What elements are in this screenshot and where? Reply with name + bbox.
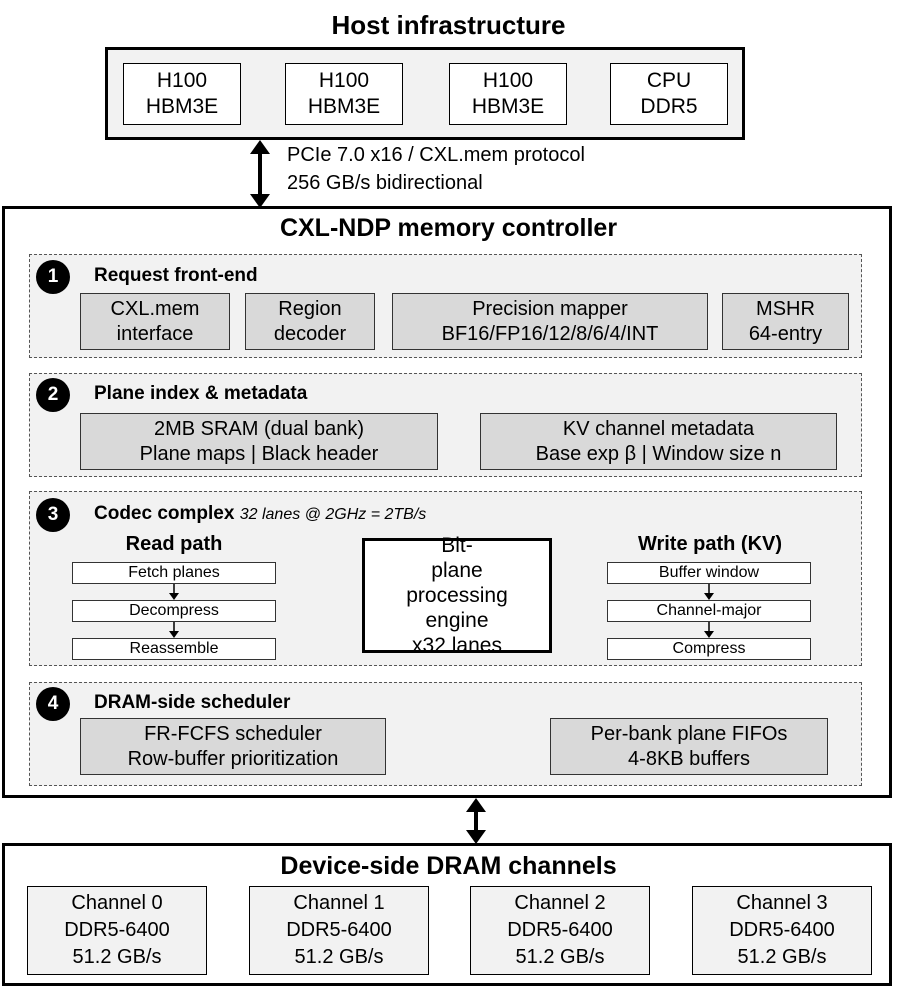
host-unit-3-line2: DDR5 (640, 95, 698, 118)
kv-metadata-line2: Base exp β | Window size n (535, 442, 782, 465)
channel-2-type: DDR5-6400 (507, 919, 613, 941)
read-path-arrows (169, 584, 179, 638)
channel-3-type: DDR5-6400 (729, 919, 835, 941)
write-step-buffer: Buffer window (607, 562, 811, 584)
mshr-line2: 64-entry (748, 322, 823, 345)
host-unit-1-line1: H100 (318, 69, 370, 93)
channel-3-bandwidth: 51.2 GB/s (737, 946, 827, 968)
section-1-title: Request front-end (94, 265, 258, 286)
host-unit-3-line1: CPU (646, 69, 692, 93)
write-step-channel-major: Channel-major (607, 600, 811, 622)
write-path-title: Write path (KV) (637, 533, 783, 555)
plane-fifos-line2: 4-8KB buffers (628, 747, 750, 770)
host-unit-2: H100 HBM3E (449, 63, 567, 125)
section-4-title: DRAM-side scheduler (94, 692, 291, 713)
section-3-badge: 3 (36, 498, 70, 532)
engine-line2: plane (431, 558, 483, 582)
section-1-badge: 1 (36, 260, 70, 294)
engine-line5: x32 lanes (412, 634, 502, 658)
host-unit-1: H100 HBM3E (285, 63, 403, 125)
cxl-mem-interface-line2: interface (116, 322, 194, 345)
host-unit-2-line2: HBM3E (471, 95, 545, 118)
region-decoder-block: Region decoder (245, 293, 375, 350)
kv-metadata-block: KV channel metadata Base exp β | Window … (480, 413, 837, 470)
read-step-decompress: Decompress (72, 600, 276, 622)
plane-fifos-line1: Per-bank plane FIFOs (590, 723, 788, 746)
cxl-mem-interface-block: CXL.mem interface (80, 293, 230, 350)
channel-2: Channel 2 DDR5-6400 51.2 GB/s (470, 886, 650, 975)
section-2-title: Plane index & metadata (94, 383, 308, 404)
mshr-line1: MSHR (756, 298, 815, 321)
precision-mapper-block: Precision mapper BF16/FP16/12/8/6/4/INT (392, 293, 708, 350)
device-title: Device-side DRAM channels (280, 852, 617, 880)
channel-0: Channel 0 DDR5-6400 51.2 GB/s (27, 886, 207, 975)
channel-2-bandwidth: 51.2 GB/s (515, 946, 605, 968)
read-path-title: Read path (125, 533, 223, 555)
sram-line2: Plane maps | Black header (139, 442, 379, 465)
plane-fifos-block: Per-bank plane FIFOs 4-8KB buffers (550, 718, 828, 775)
sram-line1: 2MB SRAM (dual bank) (153, 418, 365, 441)
fr-fcfs-line1: FR-FCFS scheduler (144, 723, 322, 746)
read-step-reassemble: Reassemble (72, 638, 276, 660)
channel-1: Channel 1 DDR5-6400 51.2 GB/s (249, 886, 429, 975)
region-decoder-line2: decoder (273, 322, 347, 345)
channel-3: Channel 3 DDR5-6400 51.2 GB/s (692, 886, 872, 975)
host-unit-3: CPU DDR5 (610, 63, 728, 125)
channel-1-type: DDR5-6400 (286, 919, 392, 941)
kv-metadata-line1: KV channel metadata (562, 418, 755, 441)
channel-1-name: Channel 1 (293, 892, 385, 914)
sram-block: 2MB SRAM (dual bank) Plane maps | Black … (80, 413, 438, 470)
write-step-compress: Compress (607, 638, 811, 660)
channel-0-bandwidth: 51.2 GB/s (72, 946, 162, 968)
host-unit-0-line2: HBM3E (145, 95, 219, 118)
precision-mapper-line2: BF16/FP16/12/8/6/4/INT (441, 322, 659, 345)
channel-0-name: Channel 0 (71, 892, 163, 914)
fr-fcfs-line2: Row-buffer prioritization (127, 747, 339, 770)
engine-line4: engine (425, 609, 489, 633)
section-2-badge: 2 (36, 378, 70, 412)
bit-plane-engine: Bit- plane processing engine x32 lanes (362, 534, 552, 657)
channel-2-name: Channel 2 (514, 892, 606, 914)
link-label-bandwidth: 256 GB/s bidirectional (287, 172, 483, 194)
cxl-mem-interface-line1: CXL.mem (110, 298, 200, 321)
host-unit-2-line1: H100 (482, 69, 534, 93)
engine-line3: processing (406, 583, 508, 607)
channel-1-bandwidth: 51.2 GB/s (294, 946, 384, 968)
host-unit-0-line1: H100 (156, 69, 208, 93)
write-path-arrows (704, 584, 714, 638)
precision-mapper-line1: Precision mapper (472, 298, 628, 321)
device-link-arrow (466, 798, 486, 844)
region-decoder-line1: Region (278, 298, 342, 321)
section-3-title: Codec complex (94, 503, 235, 524)
channel-3-name: Channel 3 (736, 892, 828, 914)
mshr-block: MSHR 64-entry (722, 293, 849, 350)
channel-0-type: DDR5-6400 (64, 919, 170, 941)
fr-fcfs-block: FR-FCFS scheduler Row-buffer prioritizat… (80, 718, 386, 775)
section-4-badge: 4 (36, 687, 70, 721)
host-unit-0: H100 HBM3E (123, 63, 241, 125)
section-3-title-row: Codec complex 32 lanes @ 2GHz = 2TB/s (94, 503, 654, 527)
read-step-fetch: Fetch planes (72, 562, 276, 584)
host-link-arrow (250, 140, 270, 208)
section-3-subtitle: 32 lanes @ 2GHz = 2TB/s (239, 506, 427, 523)
link-label-protocol: PCIe 7.0 x16 / CXL.mem protocol (287, 144, 585, 166)
engine-line1: Bit- (441, 533, 473, 557)
host-title: Host infrastructure (331, 10, 566, 40)
host-unit-1-line2: HBM3E (307, 95, 381, 118)
controller-title: CXL-NDP memory controller (279, 214, 618, 242)
